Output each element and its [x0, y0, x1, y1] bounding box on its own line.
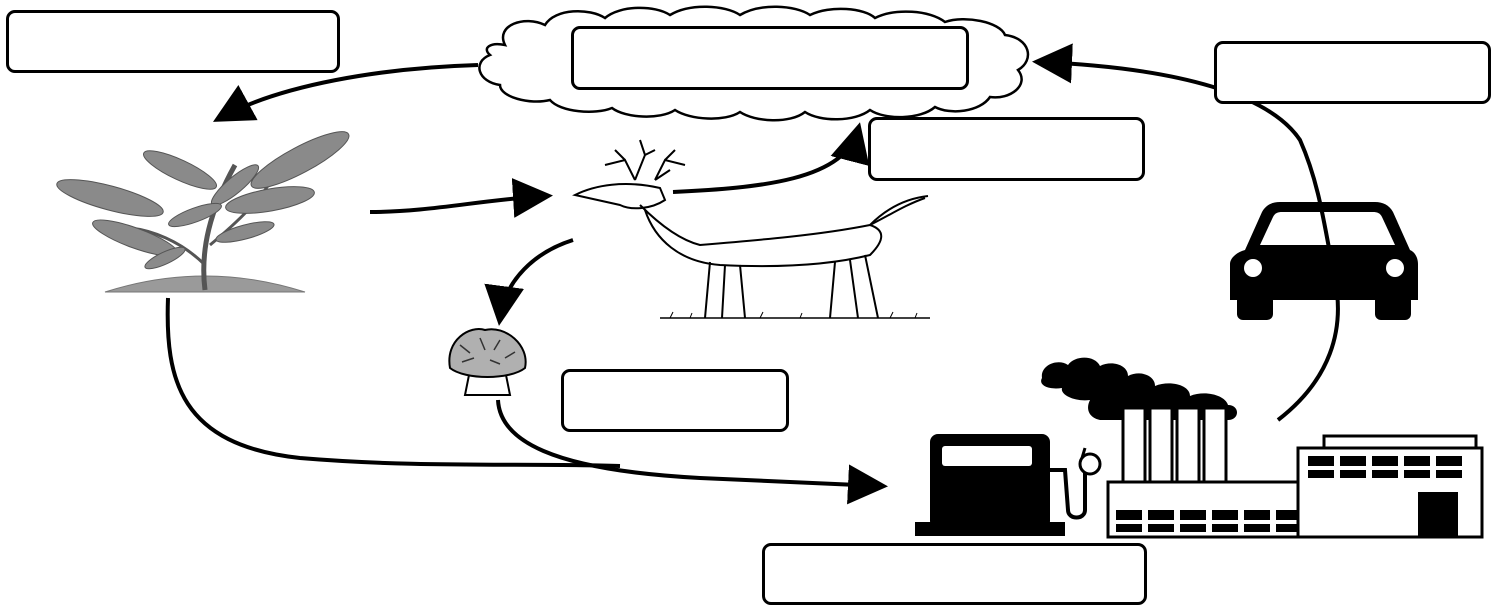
arrow-plant-to-fossil-fuels: [165, 297, 621, 468]
label-box-fossil-fuels[interactable]: [762, 543, 1147, 605]
factory-icon: [1041, 357, 1484, 539]
mushroom-icon: [448, 328, 527, 396]
plant-icon: [56, 131, 350, 293]
label-box-top-left[interactable]: [6, 10, 340, 73]
fuel-pump-icon: [915, 434, 1102, 536]
arrow-atmosphere-to-plant: [212, 63, 479, 122]
label-box-respiration[interactable]: [868, 117, 1145, 181]
arrow-plant-to-deer: [369, 178, 553, 218]
arrow-deer-to-decomposer: [484, 238, 574, 326]
flow-arrows: [165, 43, 1340, 505]
label-box-atmosphere[interactable]: [571, 26, 969, 90]
arrow-deer-to-atmosphere: [672, 122, 870, 194]
label-box-decomposer[interactable]: [561, 369, 789, 432]
deer-icon: [572, 139, 930, 319]
label-box-top-right[interactable]: [1214, 41, 1491, 104]
arrow-combustion-to-atmosphere: [1032, 43, 1340, 422]
car-icon: [1230, 202, 1418, 320]
arrow-decomposer-to-fossil-fuels: [496, 399, 888, 505]
